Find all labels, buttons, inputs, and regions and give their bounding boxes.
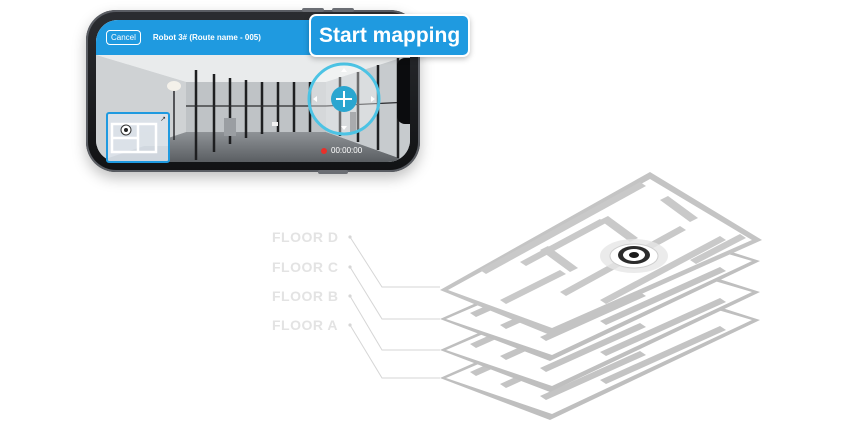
start-mapping-button[interactable]: Start mapping xyxy=(309,14,471,57)
floor-leader-lines xyxy=(349,236,440,379)
record-dot-icon xyxy=(321,147,327,154)
mini-map[interactable]: ↗ xyxy=(106,112,170,163)
recording-indicator: 00:00:00 xyxy=(321,146,362,155)
volume-up-button xyxy=(302,8,324,12)
route-title: Robot 3# (Route name - 005) xyxy=(152,33,261,42)
floor-label-d: FLOOR D xyxy=(272,229,339,245)
volume-down-button xyxy=(332,8,354,12)
robot-locator-icon xyxy=(600,239,668,273)
floor-label-a: FLOOR A xyxy=(272,317,338,333)
expand-icon[interactable]: ↗ xyxy=(160,116,166,123)
floor-label-c: FLOOR C xyxy=(272,259,339,275)
camera-view xyxy=(96,20,410,162)
power-button xyxy=(318,170,348,174)
phone-notch xyxy=(397,58,410,124)
phone-screen: Cancel Robot 3# (Route name - 005) xyxy=(96,20,410,162)
floor-label-b: FLOOR B xyxy=(272,288,339,304)
cancel-button[interactable]: Cancel xyxy=(106,30,141,45)
plus-icon[interactable] xyxy=(331,86,357,112)
recording-timer: 00:00:00 xyxy=(331,146,363,155)
mini-map-floorplan xyxy=(110,122,158,154)
